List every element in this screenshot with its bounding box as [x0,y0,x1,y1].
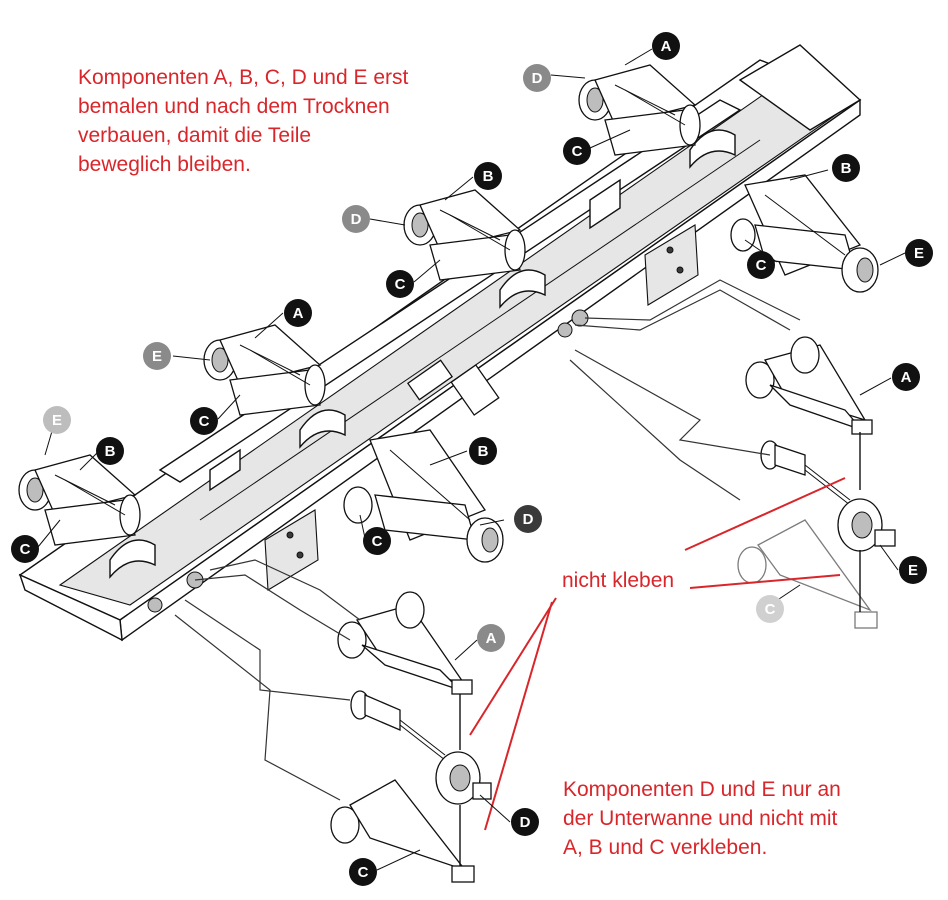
badge-a-left: A [284,299,312,327]
instruction-note-paint-first: Komponenten A, B, C, D und E erst bemale… [78,66,409,176]
badge-c-text: C [358,864,369,881]
badge-c-text: C [20,541,31,558]
badge-d-text: D [351,211,362,228]
badge-d-text: D [520,814,531,831]
badge-e-text: E [152,348,162,365]
badge-d-bottom-exploded: D [511,808,539,836]
exploded-hub-e-right [837,498,896,552]
suspension-unit-rear-top [578,64,701,156]
badge-b-middle: B [474,162,502,190]
badge-c-right-front: C [747,251,775,279]
badge-d-middle: D [342,205,370,233]
red-pointers [469,477,846,831]
badge-b-far-left: B [96,437,124,465]
instruction-note-do-not-glue: nicht kleben [562,569,675,592]
badge-a-top-right: A [652,32,680,60]
badge-a-text: A [486,630,497,647]
suspension-unit-left-top [203,324,326,416]
suspension-unit-middle-front [343,429,504,563]
badge-a-bottom-exploded: A [477,624,505,652]
badge-d-middle-front: D [514,505,542,533]
badge-b-right-front: B [832,154,860,182]
exploded-arm-a-right [745,336,873,435]
badge-b-text: B [841,160,852,177]
badge-e-text: E [52,412,62,429]
exploded-driveshaft-bottom [350,690,446,761]
badge-a-text: A [661,38,672,55]
suspension-unit-middle-top [403,189,526,281]
instruction-note-glue-only-hull: Komponenten D und E nur an der Unterwann… [563,778,841,859]
exploded-hub-d-bottom [435,751,492,805]
suspension-unit-far-left [18,454,141,546]
exploded-driveshaft-right [760,440,851,506]
badge-c-top-right: C [563,137,591,165]
badge-c-far-left: C [11,535,39,563]
exploded-arm-c-right [737,519,878,629]
badge-c-bottom-exploded: C [349,858,377,886]
badge-e-right-exploded: E [899,556,927,584]
badge-e-far-left: E [43,406,71,434]
badge-c-text: C [395,276,406,293]
badge-c-right-exploded: C [756,595,784,623]
badge-d-text: D [523,511,534,528]
badge-b-text: B [483,168,494,185]
badge-d-top-right: D [523,64,551,92]
badge-b-text: B [105,443,116,460]
badge-c-text: C [765,601,776,618]
badge-b-middle-front: B [469,437,497,465]
badge-d-text: D [532,70,543,87]
badge-c-middle: C [386,270,414,298]
badge-a-right-exploded: A [892,363,920,391]
badge-c-text: C [372,533,383,550]
badge-a-text: A [901,369,912,386]
badge-a-text: A [293,305,304,322]
guide-lines [174,279,861,866]
badge-e-text: E [914,245,924,262]
exploded-arm-a-bottom [337,591,473,695]
badge-c-text: C [756,257,767,274]
badge-c-text: C [199,413,210,430]
badge-e-text: E [908,562,918,579]
badge-c-left: C [190,407,218,435]
badge-e-right-front: E [905,239,933,267]
exploded-arm-c-bottom [330,779,475,883]
badge-e-left: E [143,342,171,370]
badge-c-middle-front: C [363,527,391,555]
badge-b-text: B [478,443,489,460]
badge-c-text: C [572,143,583,160]
